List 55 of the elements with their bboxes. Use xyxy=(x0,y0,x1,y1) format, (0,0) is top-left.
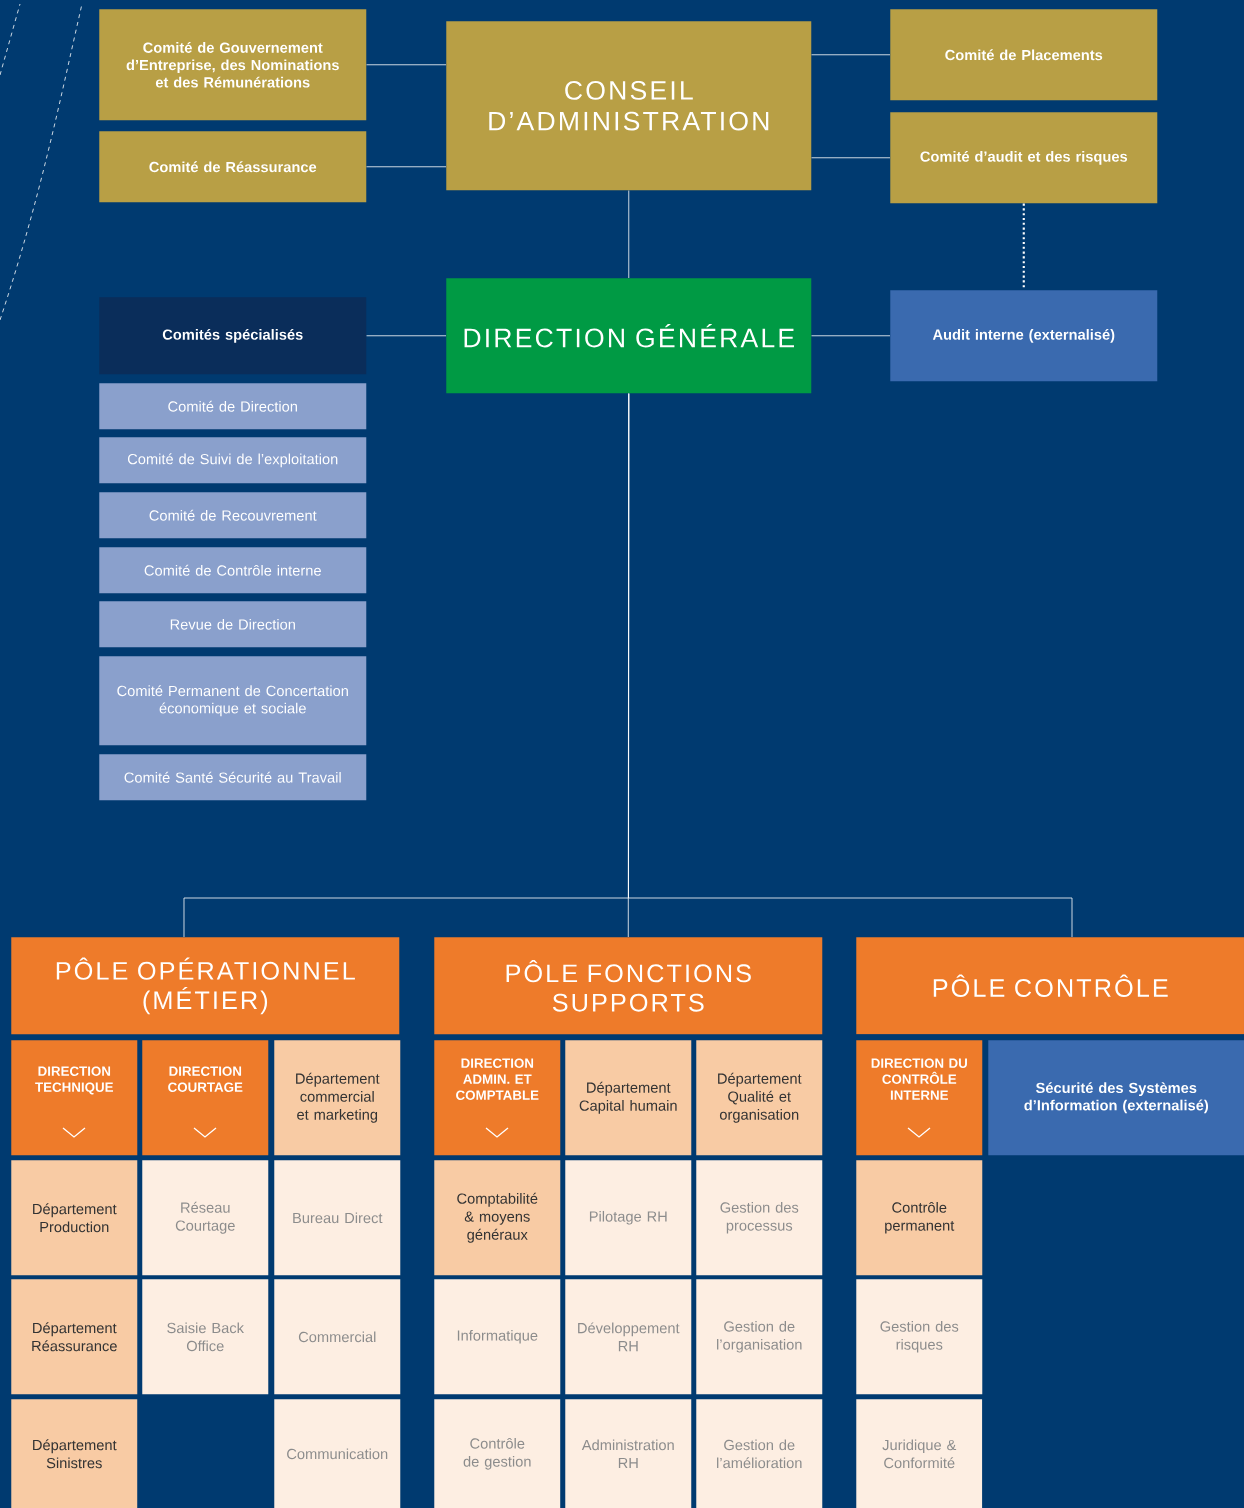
connector-line xyxy=(366,64,447,66)
direction-cell: DIRECTION DU CONTRÔLE INTERNE xyxy=(856,1040,983,1156)
service-cell: Gestion des processus xyxy=(696,1160,823,1276)
service-cell: Juridique & Conformité xyxy=(856,1399,983,1508)
connector-line xyxy=(1022,203,1025,290)
service-cell: Gestion des risques xyxy=(856,1279,983,1395)
committee-box: Comité Santé Sécurité au Travail xyxy=(99,754,367,801)
department-cell: Département Capital humain xyxy=(565,1040,692,1156)
connector-line xyxy=(811,335,891,337)
committee-box: Revue de Direction xyxy=(99,601,367,648)
department-cell: Département Réassurance xyxy=(11,1279,138,1395)
service-cell: Gestion de l’amélioration xyxy=(696,1399,823,1508)
committee-box: Comité de Direction xyxy=(99,383,367,430)
service-cell: Gestion de l’organisation xyxy=(696,1279,823,1395)
committee-group-box: Comités spécialisés xyxy=(99,297,367,375)
service-cell: Informatique xyxy=(434,1279,561,1395)
committee-box: Comité d’audit et des risques xyxy=(890,112,1158,204)
connector-line xyxy=(628,190,630,279)
department-cell: Contrôle permanent xyxy=(856,1160,983,1276)
committee-box: Comité de Placements xyxy=(890,9,1158,101)
committee-box: Comité de Contrôle interne xyxy=(99,547,367,594)
service-cell: Commercial xyxy=(274,1279,401,1395)
committee-box: Comité de Suivi de l’exploitation xyxy=(99,437,367,484)
direction-cell: DIRECTION ADMIN. ET COMPTABLE xyxy=(434,1040,561,1156)
connector-line xyxy=(366,335,447,337)
connector-line xyxy=(628,393,1073,938)
committee-box: Comité de Réassurance xyxy=(99,131,367,203)
management-box: DIRECTION GÉNÉRALE xyxy=(446,278,812,394)
connector-line xyxy=(811,54,891,56)
board-box: CONSEIL D’ADMINISTRATION xyxy=(446,21,812,191)
audit-box: Sécurité des Systèmes d’Information (externalisé) xyxy=(988,1040,1244,1156)
pole-header: PÔLE CONTRÔLE xyxy=(856,937,1244,1035)
department-cell: Département Sinistres xyxy=(11,1399,138,1508)
committee-box: Comité de Gouvernement d’Entreprise, des Nominations et des Rémunérations xyxy=(99,9,367,121)
service-cell: Saisie Back Office xyxy=(142,1279,269,1395)
department-cell: Département commercial et marketing xyxy=(274,1040,401,1156)
department-cell: Département Production xyxy=(11,1160,138,1276)
service-cell: Pilotage RH xyxy=(565,1160,692,1276)
connector-line xyxy=(811,157,891,159)
service-cell: Communication xyxy=(274,1399,401,1508)
service-cell: Contrôle de gestion xyxy=(434,1399,561,1508)
service-cell: Bureau Direct xyxy=(274,1160,401,1276)
connector-line xyxy=(366,166,447,168)
department-cell: Comptabilité & moyens généraux xyxy=(434,1160,561,1276)
pole-header: PÔLE FONCTIONS SUPPORTS xyxy=(434,937,823,1035)
service-cell: Réseau Courtage xyxy=(142,1160,269,1276)
service-cell: Développement RH xyxy=(565,1279,692,1395)
committee-box: Comité Permanent de Concertation économique et sociale xyxy=(99,656,367,746)
direction-cell: DIRECTION TECHNIQUE xyxy=(11,1040,138,1156)
department-cell: Département Qualité et organisation xyxy=(696,1040,823,1156)
audit-box: Audit interne (externalisé) xyxy=(890,290,1158,382)
committee-box: Comité de Recouvrement xyxy=(99,492,367,539)
direction-cell: DIRECTION COURTAGE xyxy=(142,1040,269,1156)
pole-header: PÔLE OPÉRATIONNEL (MÉTIER) xyxy=(11,937,400,1035)
service-cell: Administration RH xyxy=(565,1399,692,1508)
